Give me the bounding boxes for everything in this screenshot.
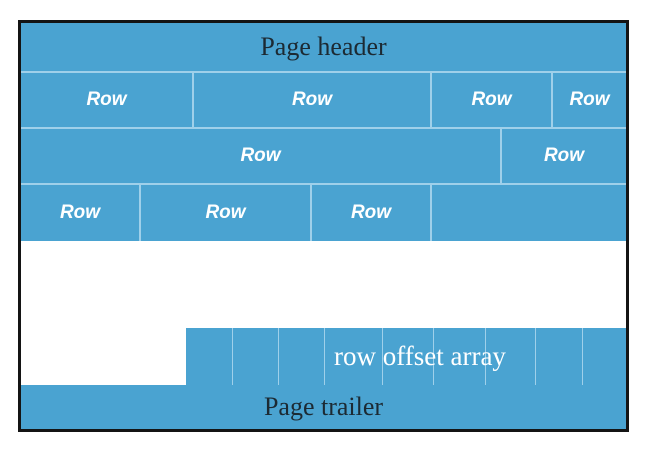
page-trailer: Page trailer	[21, 385, 626, 429]
row-label: Row	[59, 202, 101, 223]
row-offset-array-label: row offset array	[334, 341, 506, 371]
page-diagram: Page header Row Row Row Row Row Row Row …	[18, 20, 629, 432]
row-block: Row	[432, 73, 553, 129]
row-label: Row	[569, 89, 610, 110]
offset-slot	[324, 328, 382, 385]
row-label: Row	[543, 145, 585, 166]
row-label: Row	[205, 202, 246, 223]
offset-slot	[278, 328, 324, 385]
row-block: Row	[553, 73, 626, 129]
offset-slot	[433, 328, 485, 385]
row-block: Row	[21, 73, 194, 129]
page-trailer-label: Page trailer	[263, 392, 384, 421]
row-block: Row	[312, 185, 432, 241]
offset-slot	[382, 328, 433, 385]
offset-slot	[535, 328, 582, 385]
row-block: Row	[502, 129, 626, 185]
row-label: Row	[350, 202, 392, 223]
row-block: Row	[194, 73, 432, 129]
page-header-label: Page header	[260, 32, 387, 61]
row-label: Row	[240, 145, 281, 166]
row-label: Row	[291, 89, 333, 110]
offset-slot	[582, 328, 626, 385]
row-block: Row	[21, 185, 141, 241]
row-label: Row	[471, 89, 512, 110]
page-header: Page header	[21, 23, 626, 73]
offset-slot	[232, 328, 278, 385]
row-block: Row	[141, 185, 312, 241]
offset-slot	[186, 328, 232, 385]
row-label: Row	[86, 89, 127, 110]
offset-slot	[485, 328, 535, 385]
unused-row-space	[432, 185, 626, 241]
row-block: Row	[21, 129, 502, 185]
